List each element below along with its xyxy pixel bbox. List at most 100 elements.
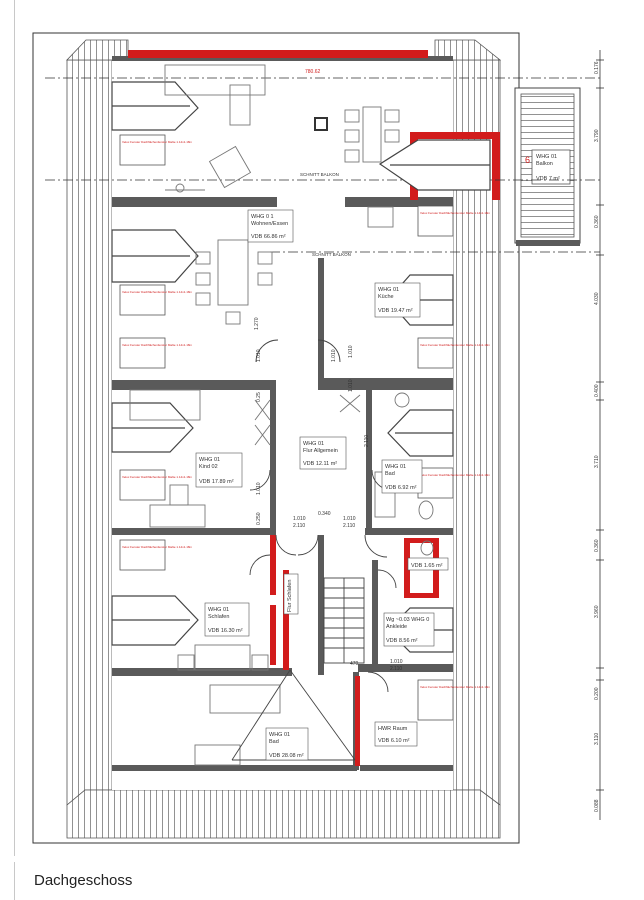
label-schlafen: WHG 01 Schlafen VDB 16.30 m² <box>204 602 250 637</box>
label-balkon: WHG 01 Balkon VDB 7 m² <box>536 154 560 182</box>
label-bad: WHG 01 Bad VDB 6.92 m² <box>381 459 423 494</box>
svg-text:0.200: 0.200 <box>594 687 600 700</box>
svg-text:1.010: 1.010 <box>390 659 403 665</box>
svg-text:Bad: Bad <box>385 471 395 477</box>
svg-text:2.110: 2.110 <box>343 523 355 529</box>
svg-text:Velux Fenster Dachflächenfenst: Velux Fenster Dachflächenfenster Maße 1.… <box>420 211 491 215</box>
svg-text:VDB 6.10 m²: VDB 6.10 m² <box>378 738 410 744</box>
staircase <box>323 577 365 664</box>
svg-text:WHG 01: WHG 01 <box>378 287 399 293</box>
svg-text:0.25: 0.25 <box>256 392 262 402</box>
svg-text:WHG 01: WHG 01 <box>269 732 290 738</box>
svg-text:1.010: 1.010 <box>256 482 262 495</box>
svg-text:0.400: 0.400 <box>594 384 600 397</box>
svg-text:Schlafen: Schlafen <box>208 614 229 620</box>
svg-text:0.176: 0.176 <box>594 61 600 74</box>
cut-label-2: SCHNITT BALKON <box>312 252 351 257</box>
svg-text:0.250: 0.250 <box>256 512 262 525</box>
svg-text:1.010: 1.010 <box>348 345 354 358</box>
svg-text:Velux Fenster Dachflächenfenst: Velux Fenster Dachflächenfenster Maße 1.… <box>420 473 491 477</box>
furniture <box>129 64 434 766</box>
top-dimension: 780.62 <box>305 69 321 75</box>
svg-text:Velux Fenster Dachflächenfenst: Velux Fenster Dachflächenfenster Maße 1.… <box>420 343 491 347</box>
label-kueche: WHG 01 Küche VDB 19.47 m² <box>374 282 421 318</box>
scale-ticks: 0.176 3.790 0.360 4.030 0.400 3.710 0.36… <box>594 61 600 812</box>
svg-text:3.790: 3.790 <box>594 129 600 142</box>
svg-text:Flur Schlafen: Flur Schlafen <box>287 580 293 612</box>
svg-text:WHG 01: WHG 01 <box>536 154 557 160</box>
svg-text:Velux Fenster Dachflächenfenst: Velux Fenster Dachflächenfenster Maße 1.… <box>122 290 193 294</box>
svg-text:VDB 6.92 m²: VDB 6.92 m² <box>385 485 417 491</box>
red-label-6: 6 <box>525 155 530 165</box>
svg-text:Kind 02: Kind 02 <box>199 464 218 470</box>
svg-text:0.340: 0.340 <box>318 511 331 517</box>
label-flur-schlafen: Flur Schlafen <box>283 573 299 615</box>
label-hwr: HWR Raum VDB 6.10 m² <box>374 721 418 747</box>
svg-text:VDB 12.11 m²: VDB 12.11 m² <box>303 461 337 467</box>
svg-text:Bad: Bad <box>269 739 279 745</box>
svg-text:Küche: Küche <box>378 294 394 300</box>
svg-text:3.960: 3.960 <box>594 605 600 618</box>
svg-text:Flur Allgemein: Flur Allgemein <box>303 448 338 454</box>
svg-text:WHG 01: WHG 01 <box>199 457 220 463</box>
svg-text:Velux Fenster Dachflächenfenst: Velux Fenster Dachflächenfenster Maße 1.… <box>420 685 491 689</box>
label-kind: WHG 01 Kind 02 VDB 17.89 m² <box>195 452 243 488</box>
svg-text:VDB 66.86 m²: VDB 66.86 m² <box>251 234 286 240</box>
svg-text:VDB 17.89 m²: VDB 17.89 m² <box>199 479 234 485</box>
label-bottom-room: WHG 01 Bad VDB 28.08 m² <box>265 727 309 761</box>
label-ankleide: Wg ~0.03 WHG 0 Ankleide VDB 8.56 m² <box>383 612 435 647</box>
svg-text:3.110: 3.110 <box>594 733 600 745</box>
svg-text:VDB 8.56 m²: VDB 8.56 m² <box>386 638 418 644</box>
roof-windows <box>119 134 454 721</box>
svg-text:VDB 28.08 m²: VDB 28.08 m² <box>269 753 304 759</box>
svg-text:Wohnen/Essen: Wohnen/Essen <box>251 221 288 227</box>
scale-bar <box>596 50 604 820</box>
label-flur: WHG 01 Flur Allgemein VDB 12.11 m² <box>299 436 347 470</box>
svg-text:Velux Fenster Dachflächenfenst: Velux Fenster Dachflächenfenster Maße 1.… <box>122 475 193 479</box>
svg-text:Velux Fenster Dachflächenfenst: Velux Fenster Dachflächenfenster Maße 1.… <box>122 140 193 144</box>
svg-text:WHG 01: WHG 01 <box>385 464 406 470</box>
svg-text:0.360: 0.360 <box>594 539 600 552</box>
svg-text:HWR Raum: HWR Raum <box>378 726 408 732</box>
svg-text:VDB 16.30 m²: VDB 16.30 m² <box>208 628 243 634</box>
svg-text:1.010: 1.010 <box>343 516 356 522</box>
roof-window-notes: Velux Fenster Dachflächenfenster Maße 1.… <box>122 140 491 689</box>
svg-text:470: 470 <box>350 661 359 667</box>
dormers-left <box>111 81 199 646</box>
roof-hatching <box>66 39 502 839</box>
svg-text:VDB 19.47 m²: VDB 19.47 m² <box>378 308 413 314</box>
svg-text:VDB 1.65 m²: VDB 1.65 m² <box>411 563 443 569</box>
svg-text:Velux Fenster Dachflächenfenst: Velux Fenster Dachflächenfenster Maße 1.… <box>122 545 193 549</box>
drawing-caption: Dachgeschoss <box>34 872 133 889</box>
svg-text:2.110: 2.110 <box>390 666 402 672</box>
svg-text:1.010: 1.010 <box>256 349 262 362</box>
label-wc: VDB 1.65 m² <box>407 557 449 571</box>
svg-text:1.010: 1.010 <box>348 379 354 392</box>
svg-text:0.360: 0.360 <box>594 215 600 228</box>
svg-text:VDB 7 m²: VDB 7 m² <box>536 176 560 182</box>
door-swings <box>249 339 397 693</box>
page-margin-line <box>14 0 15 856</box>
svg-text:3.710: 3.710 <box>594 455 600 468</box>
svg-text:Ankleide: Ankleide <box>386 624 407 630</box>
label-wohnen: WHG 0 1 Wohnen/Essen VDB 66.86 m² <box>247 209 294 243</box>
svg-text:WHG 0 1: WHG 0 1 <box>251 214 274 220</box>
svg-text:1.270: 1.270 <box>254 317 260 330</box>
page-margin-line-lower <box>14 862 15 900</box>
svg-text:1.010: 1.010 <box>293 516 306 522</box>
svg-text:1.010: 1.010 <box>331 349 337 362</box>
balcony <box>514 87 581 246</box>
svg-text:WHG 01: WHG 01 <box>303 441 324 447</box>
room-labels: WHG 0 1 Wohnen/Essen VDB 66.86 m² WHG 01… <box>195 154 560 761</box>
svg-text:Velux Fenster Dachflächenfenst: Velux Fenster Dachflächenfenster Maße 1.… <box>122 343 193 347</box>
cut-label-1: SCHNITT BALKON <box>300 172 339 177</box>
svg-text:0.088: 0.088 <box>594 799 600 812</box>
svg-text:4.030: 4.030 <box>594 292 600 305</box>
svg-text:WHG 01: WHG 01 <box>208 607 229 613</box>
dimension-labels: 1.270 1.010 1.010 0.25 1.010 1.010 0.250… <box>254 317 403 672</box>
svg-text:2.110: 2.110 <box>293 523 305 529</box>
drawing-frame <box>32 32 520 844</box>
svg-text:Wg ~0.03 WHG 0: Wg ~0.03 WHG 0 <box>386 617 429 623</box>
svg-text:2.110: 2.110 <box>364 435 370 447</box>
